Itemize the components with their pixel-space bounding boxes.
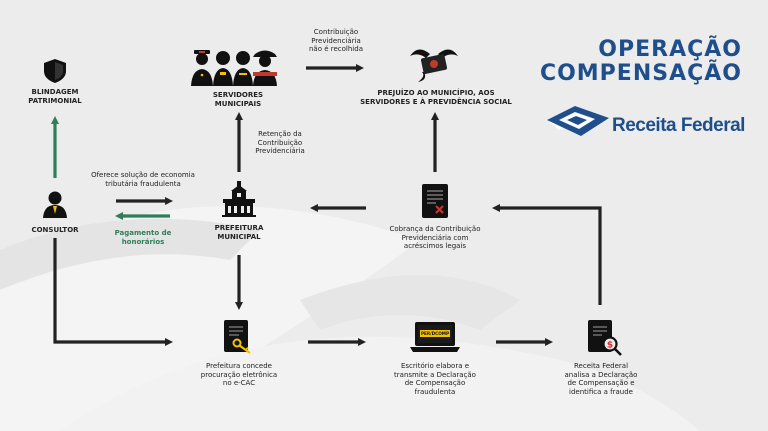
- shield-icon: [44, 59, 66, 83]
- title-line-1: OPERAÇÃO: [598, 37, 742, 62]
- title-line-2: COMPENSAÇÃO: [539, 61, 742, 86]
- node-consultor: CONSULTOR: [31, 226, 79, 234]
- fraud-analysis-icon: $: [588, 320, 622, 356]
- node-prefeitura-municipal: PREFEITURA MUNICIPAL: [214, 224, 264, 241]
- node-prejuizo: PREJUÍZO AO MUNICÍPIO, AOS SERVIDORES E …: [360, 89, 512, 106]
- flying-money-icon: [410, 49, 458, 82]
- receita-federal-logo-icon: [547, 106, 609, 136]
- node-cobranca: Cobrança da Contribuição Previdenciária …: [389, 225, 481, 251]
- arrow-receita-to-cobranca: [492, 204, 602, 305]
- edge-label-oferece: Oferece solução de economia tributária f…: [91, 171, 195, 188]
- edge-label-retencao: Retenção da Contribuição Previdenciária: [255, 130, 305, 156]
- brand-name: Receita Federal: [612, 115, 745, 136]
- laptop-icon: [410, 322, 460, 352]
- background-watermark: [0, 206, 700, 431]
- power-of-attorney-icon: [224, 320, 251, 354]
- svg-text:$: $: [607, 341, 613, 351]
- node-receita-federal: Receita Federal analisa a Declaração de …: [564, 362, 638, 396]
- node-blindagem-patrimonial: BLINDAGEM PATRIMONIAL: [28, 88, 82, 105]
- page-title: OPERAÇÃO COMPENSAÇÃO: [538, 38, 742, 86]
- node-escritorio: Escritório elabora e transmite a Declara…: [394, 362, 476, 396]
- arrow-consultor-to-procuracao: [53, 238, 173, 346]
- document-rejected-icon: [422, 184, 448, 218]
- civil-servants-icon: [191, 50, 277, 86]
- city-hall-icon: [222, 181, 256, 217]
- consultant-icon: [43, 191, 67, 218]
- node-procuracao: Prefeitura concede procuração eletrônica…: [200, 362, 278, 388]
- node-servidores-municipais: SERVIDORES MUNICIPAIS: [212, 91, 264, 108]
- edge-label-pagamento: Pagamento de honorários: [114, 229, 172, 246]
- perdcomp-label: PER/DCOMP: [420, 331, 450, 336]
- edge-label-contribuicao: Contribuição Previdenciária não é recolh…: [309, 28, 363, 54]
